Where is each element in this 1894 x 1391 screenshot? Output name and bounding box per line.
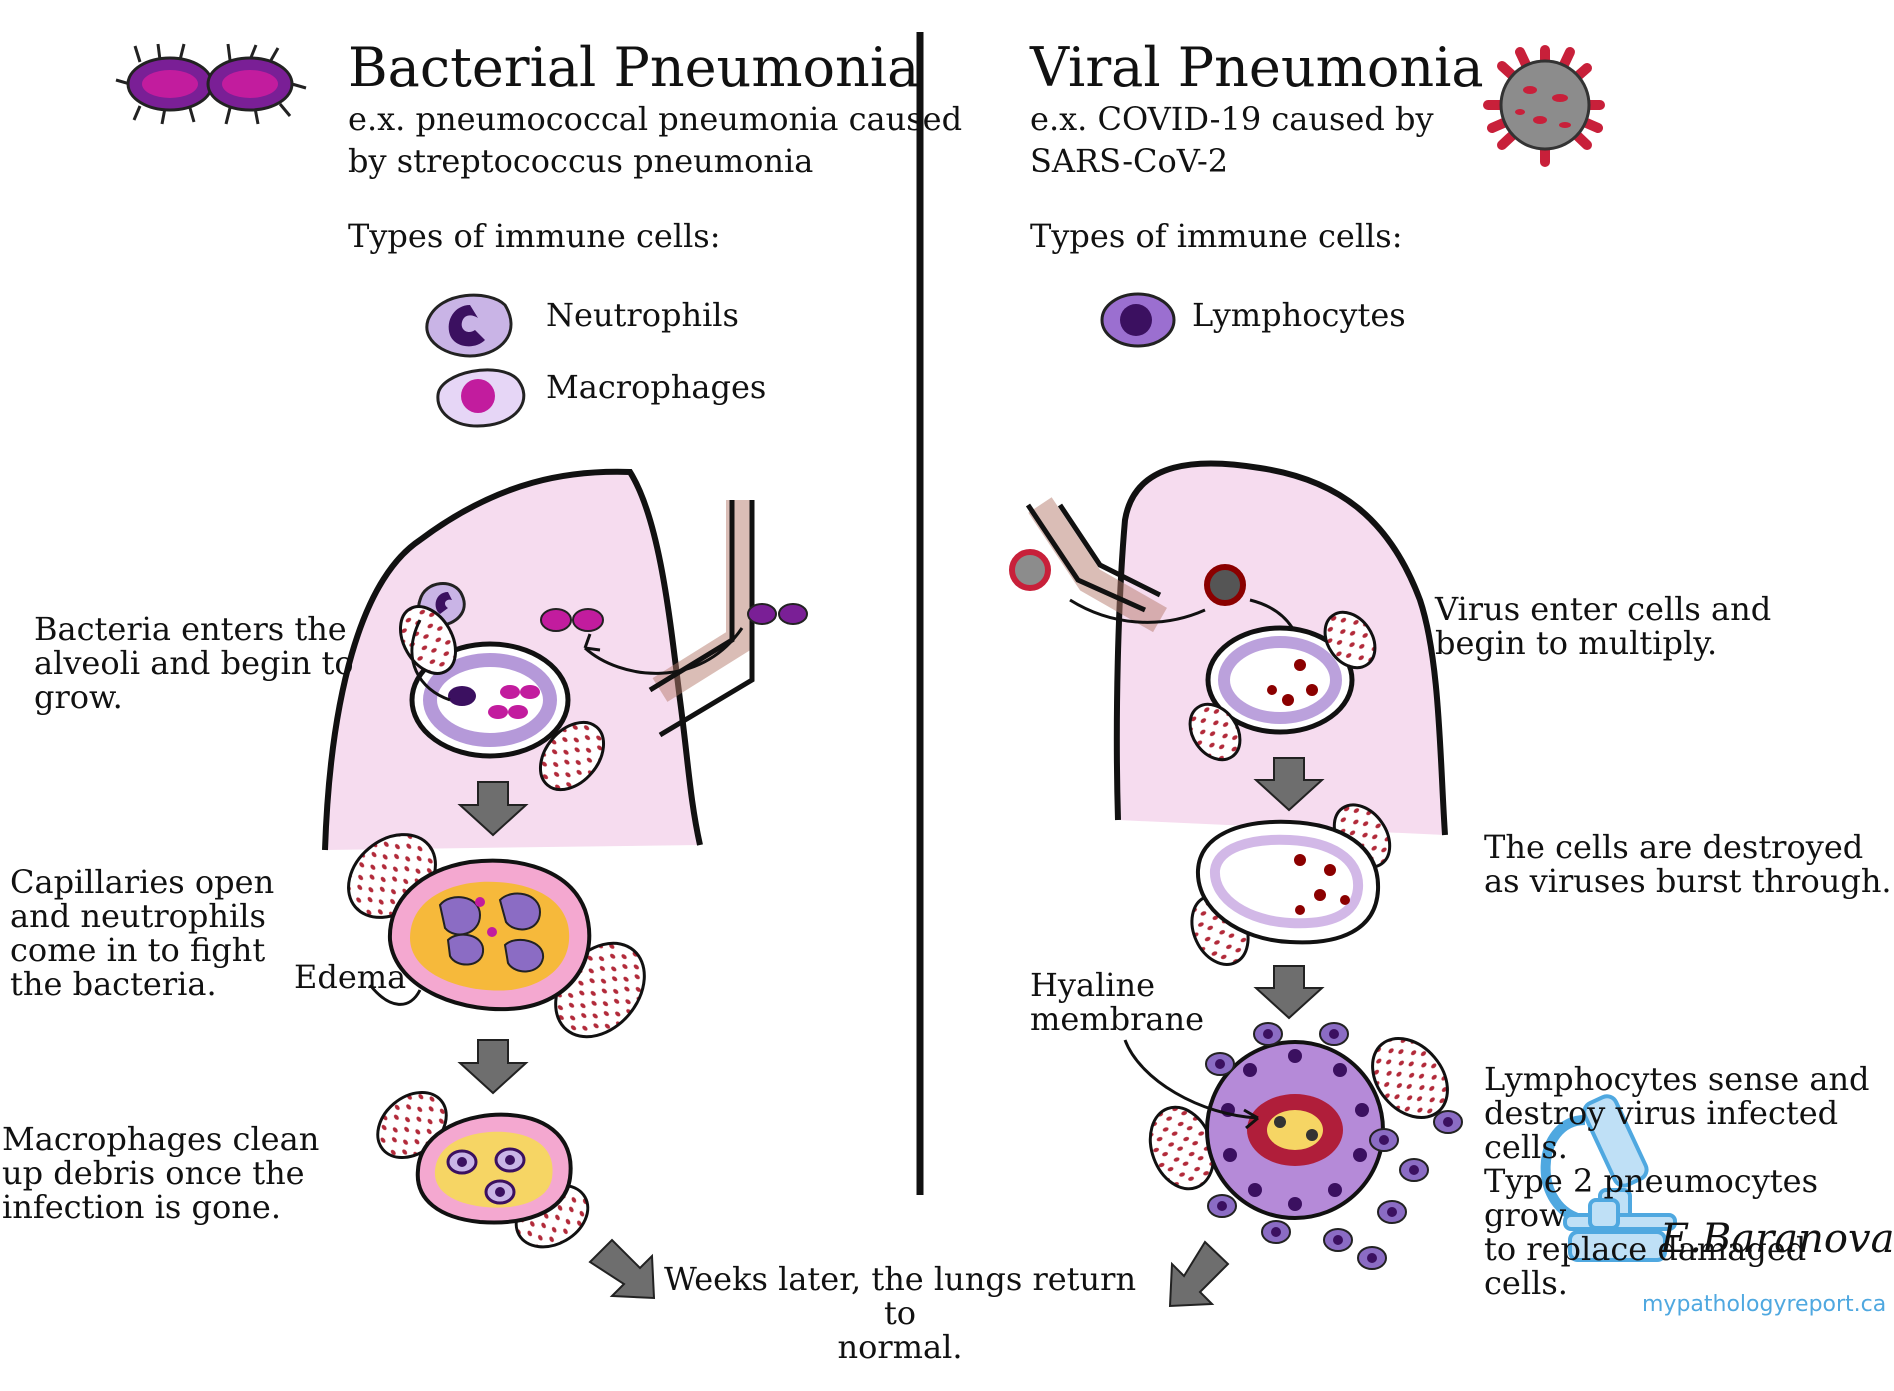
- sars-cov-2-icon: [1483, 45, 1605, 167]
- flow-arrows-right: [1253, 757, 1325, 1020]
- macrophage-icon: [436, 368, 526, 428]
- bacterial-title: Bacterial Pneumonia: [348, 36, 920, 99]
- viral-immune-heading: Types of immune cells:: [1030, 217, 1403, 255]
- neutrophil-icon: [425, 293, 513, 358]
- neutrophils-label: Neutrophils: [546, 296, 739, 334]
- viral-step-1: Virus enter cells and begin to multiply.: [1435, 590, 1772, 662]
- conclusion-arrows: [588, 1238, 1230, 1308]
- viral-step-2: The cells are destroyed as viruses burst…: [1484, 828, 1892, 900]
- bacterial-step-3: Macrophages clean up debris once the inf…: [2, 1120, 320, 1226]
- bacterial-lung: [322, 468, 808, 851]
- artist-signature: E.Baranova: [1660, 1216, 1894, 1262]
- viral-title: Viral Pneumonia: [1030, 36, 1484, 99]
- bacterial-step-2: Capillaries open and neutrophils come in…: [10, 863, 275, 1003]
- bacterial-immune-heading: Types of immune cells:: [348, 217, 721, 255]
- viral-step-3: Lymphocytes sense and destroy virus infe…: [1484, 1060, 1870, 1302]
- bacterial-recovery-alveolus: [376, 1090, 590, 1249]
- lymphocyte-icon: [1100, 292, 1176, 348]
- edema-label: Edema: [294, 958, 407, 996]
- bacterial-edema-alveolus: [347, 833, 646, 1039]
- viral-subtitle: e.x. COVID-19 caused by SARS-CoV-2: [1030, 100, 1434, 180]
- lymphocytes-label: Lymphocytes: [1192, 296, 1406, 334]
- conclusion-text: Weeks later, the lungs return to normal.: [663, 1260, 1137, 1366]
- viral-lung: [1009, 460, 1448, 836]
- viral-damaged-alveolus: [1190, 803, 1392, 966]
- microscope-logo: [1540, 1094, 1677, 1262]
- bacterial-subtitle: e.x. pneumococcal pneumonia caused by st…: [348, 100, 963, 180]
- viral-lymphocyte-alveolus: [1123, 1022, 1463, 1270]
- flow-arrows-left: [457, 781, 529, 1095]
- hyaline-membrane-label: Hyaline membrane: [1030, 966, 1205, 1038]
- bacteria-icon: [115, 43, 307, 125]
- macrophages-label: Macrophages: [546, 368, 767, 406]
- bacterial-step-1: Bacteria enters the alveoli and begin to…: [34, 610, 354, 716]
- brand-link[interactable]: mypathologyreport.ca: [1642, 1292, 1887, 1317]
